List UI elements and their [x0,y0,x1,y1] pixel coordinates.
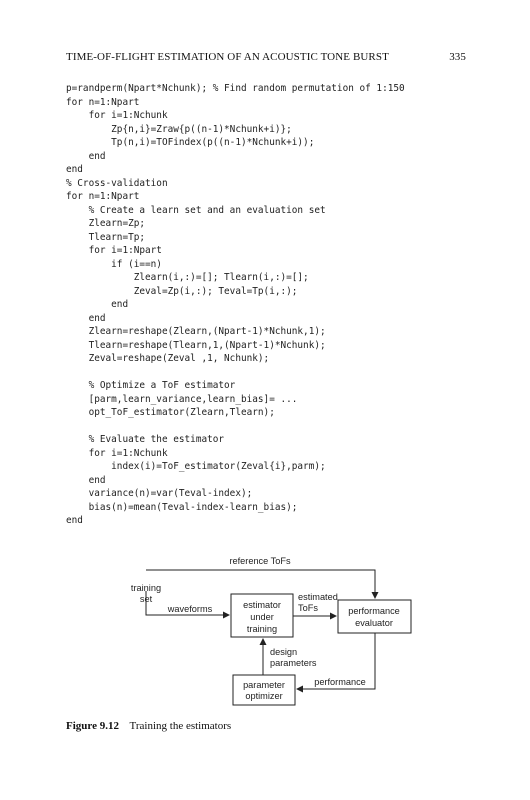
training-set-label-line2: set [140,594,153,604]
estimator-label-line1: estimator [243,600,281,610]
code-line: end [66,312,106,324]
estimator-label-line2: under [250,612,274,622]
design-parameters-label-line2: parameters [270,658,317,668]
parameter-optimizer-label-line2: optimizer [245,691,282,701]
code-line: Zp{n,i}=Zraw{p((n-1)*Nchunk+i)}; [66,123,292,135]
parameter-optimizer-box [232,674,296,706]
code-line [66,420,405,434]
performance-evaluator-label-line2: evaluator [355,618,393,628]
performance-arrow [296,633,376,693]
figure-caption: Figure 9.12 Training the estimators [66,720,231,732]
code-line: bias(n)=mean(Teval-index-learn_bias); [66,501,298,513]
performance-evaluator-box [337,599,412,634]
estimator-label-line3: training [247,624,277,634]
code-line: Zeval=Zp(i,:); Teval=Tp(i,:); [66,285,298,297]
code-line: end [66,164,83,175]
code-line: if (i==n) [66,258,162,270]
code-line: Zlearn=reshape(Zlearn,(Npart-1)*Nchunk,1… [66,326,326,337]
training-set-label-line1: training [131,583,161,593]
code-line: Zlearn(i,:)=[]; Tlearn(i,:)=[]; [66,272,309,283]
running-head-title: TIME-OF-FLIGHT ESTIMATION OF AN ACOUSTIC… [66,51,389,63]
waveforms-label: waveforms [167,604,213,614]
code-line: index(i)=ToF_estimator(Zeval{i},parm); [66,461,326,472]
estimator-under-training-box [230,593,294,638]
design-parameters-label-line1: design [270,647,297,657]
code-line: end [66,150,106,162]
reference-tofs-label: reference ToFs [229,556,291,566]
code-line: Zeval=reshape(Zeval ,1, Nchunk); [66,353,270,364]
running-head: TIME-OF-FLIGHT ESTIMATION OF AN ACOUSTIC… [66,51,466,65]
code-line: Zlearn=Zp; [66,218,146,229]
matlab-code-listing: p=randperm(Npart*Nchunk); % Find random … [66,82,405,528]
code-line: for i=1:Nchunk [66,110,168,121]
code-line: end [66,474,106,486]
code-line: opt_ToF_estimator(Zlearn,Tlearn); [66,407,275,418]
code-line: % Evaluate the estimator [66,434,225,445]
waveforms-arrow [145,591,230,619]
code-line: for i=1:Nchunk [66,447,168,459]
code-line: Tlearn=reshape(Tlearn,1,(Npart-1)*Nchunk… [66,339,326,351]
code-line: Tp(n,i)=TOFindex(p((n-1)*Nchunk+i)); [66,137,315,148]
code-line: Tlearn=Tp; [66,231,146,243]
page-number: 335 [449,51,466,63]
code-line: variance(n)=var(Teval-index); [66,488,253,499]
code-line: % Create a learn set and an evaluation s… [66,204,326,216]
code-line: end [66,299,129,310]
training-diagram: reference ToFs training set waveforms es… [131,556,412,706]
performance-evaluator-label-line1: performance [348,606,400,616]
figure-caption-text: Training the estimators [129,720,232,732]
code-line: for n=1:Npart [66,191,140,202]
reference-tofs-arrow [146,569,379,599]
code-line: % Optimize a ToF estimator [66,380,236,391]
code-line: for n=1:Npart [66,96,140,108]
code-line: end [66,515,83,526]
code-line [66,366,405,380]
code-line: [parm,learn_variance,learn_bias]= ... [66,393,298,405]
estimated-tofs-label-line2: ToFs [298,603,318,613]
figure-label: Figure 9.12 [66,720,119,732]
performance-label: performance [314,677,366,687]
parameter-optimizer-label-line1: parameter [243,680,285,690]
estimated-tofs-label-line1: estimated [298,592,338,602]
code-line: % Cross-validation [66,177,168,189]
code-line: for i=1:Npart [66,245,162,256]
code-line: p=randperm(Npart*Nchunk); % Find random … [66,83,405,94]
